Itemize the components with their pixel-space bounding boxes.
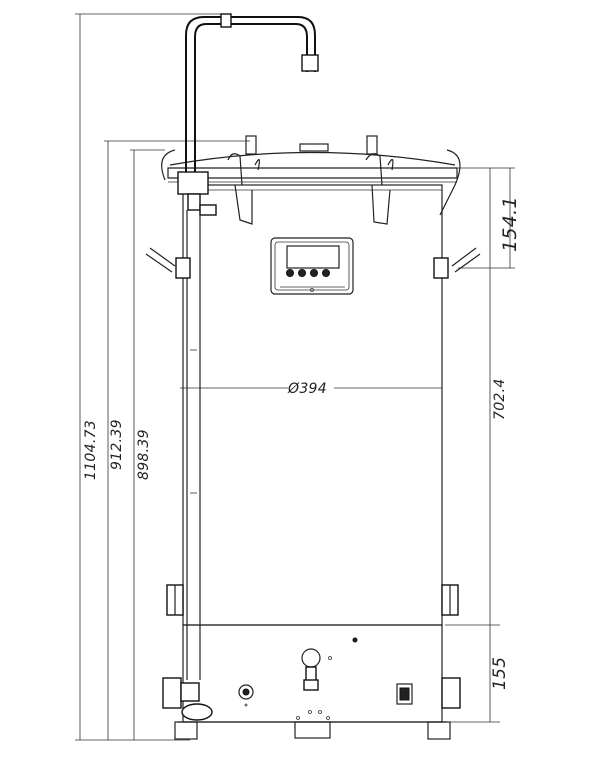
drain-valve	[301, 637, 358, 691]
vessel-body	[174, 184, 451, 740]
bottom-fitting-right	[441, 677, 461, 709]
dimension-overall-height: 1104.73	[75, 13, 230, 741]
dimension-body-height-inner: 898.39	[130, 149, 165, 740]
control-panel	[270, 237, 354, 295]
dim-label-body-height-inner: 898.39	[136, 429, 152, 480]
dimension-shell-height: 702.4	[489, 168, 508, 625]
base-label-plate	[296, 710, 330, 720]
panel-button-icon	[322, 269, 330, 277]
dim-label-shell-height: 702.4	[492, 378, 508, 420]
vessel-lid	[167, 135, 458, 183]
dim-label-lid-to-handle: 154.1	[499, 196, 521, 252]
panel-button-icon	[298, 269, 306, 277]
dimension-body-height-outer: 912.39	[104, 140, 250, 740]
side-tube	[186, 210, 201, 680]
lid-handle-loop-right	[439, 149, 461, 216]
dimension-base-height: 155	[445, 624, 510, 723]
connector-icon	[238, 684, 254, 707]
side-fitting-right	[441, 584, 459, 616]
dim-label-overall-height: 1104.73	[83, 420, 99, 480]
dim-label-base-height: 155	[490, 657, 510, 690]
power-switch-icon	[396, 683, 413, 705]
panel-button-icon	[310, 269, 318, 277]
lid-clamp-right	[365, 153, 394, 225]
side-handle-left	[145, 247, 191, 279]
dimension-diameter: Ø394	[180, 381, 442, 397]
dim-label-body-height-outer: 912.39	[109, 419, 125, 470]
dim-label-diameter: Ø394	[287, 381, 327, 397]
panel-button-icon	[286, 269, 294, 277]
side-fitting-left	[166, 584, 184, 616]
recirculation-arm	[185, 13, 319, 180]
lid-handle-loop-left	[161, 149, 176, 181]
dimension-lid-to-handle: 154.1	[445, 167, 521, 269]
bottom-fitting-left	[162, 677, 213, 721]
display-screen-icon	[286, 245, 340, 269]
side-handle-right	[433, 247, 481, 279]
lid-clamp-left	[227, 153, 261, 225]
